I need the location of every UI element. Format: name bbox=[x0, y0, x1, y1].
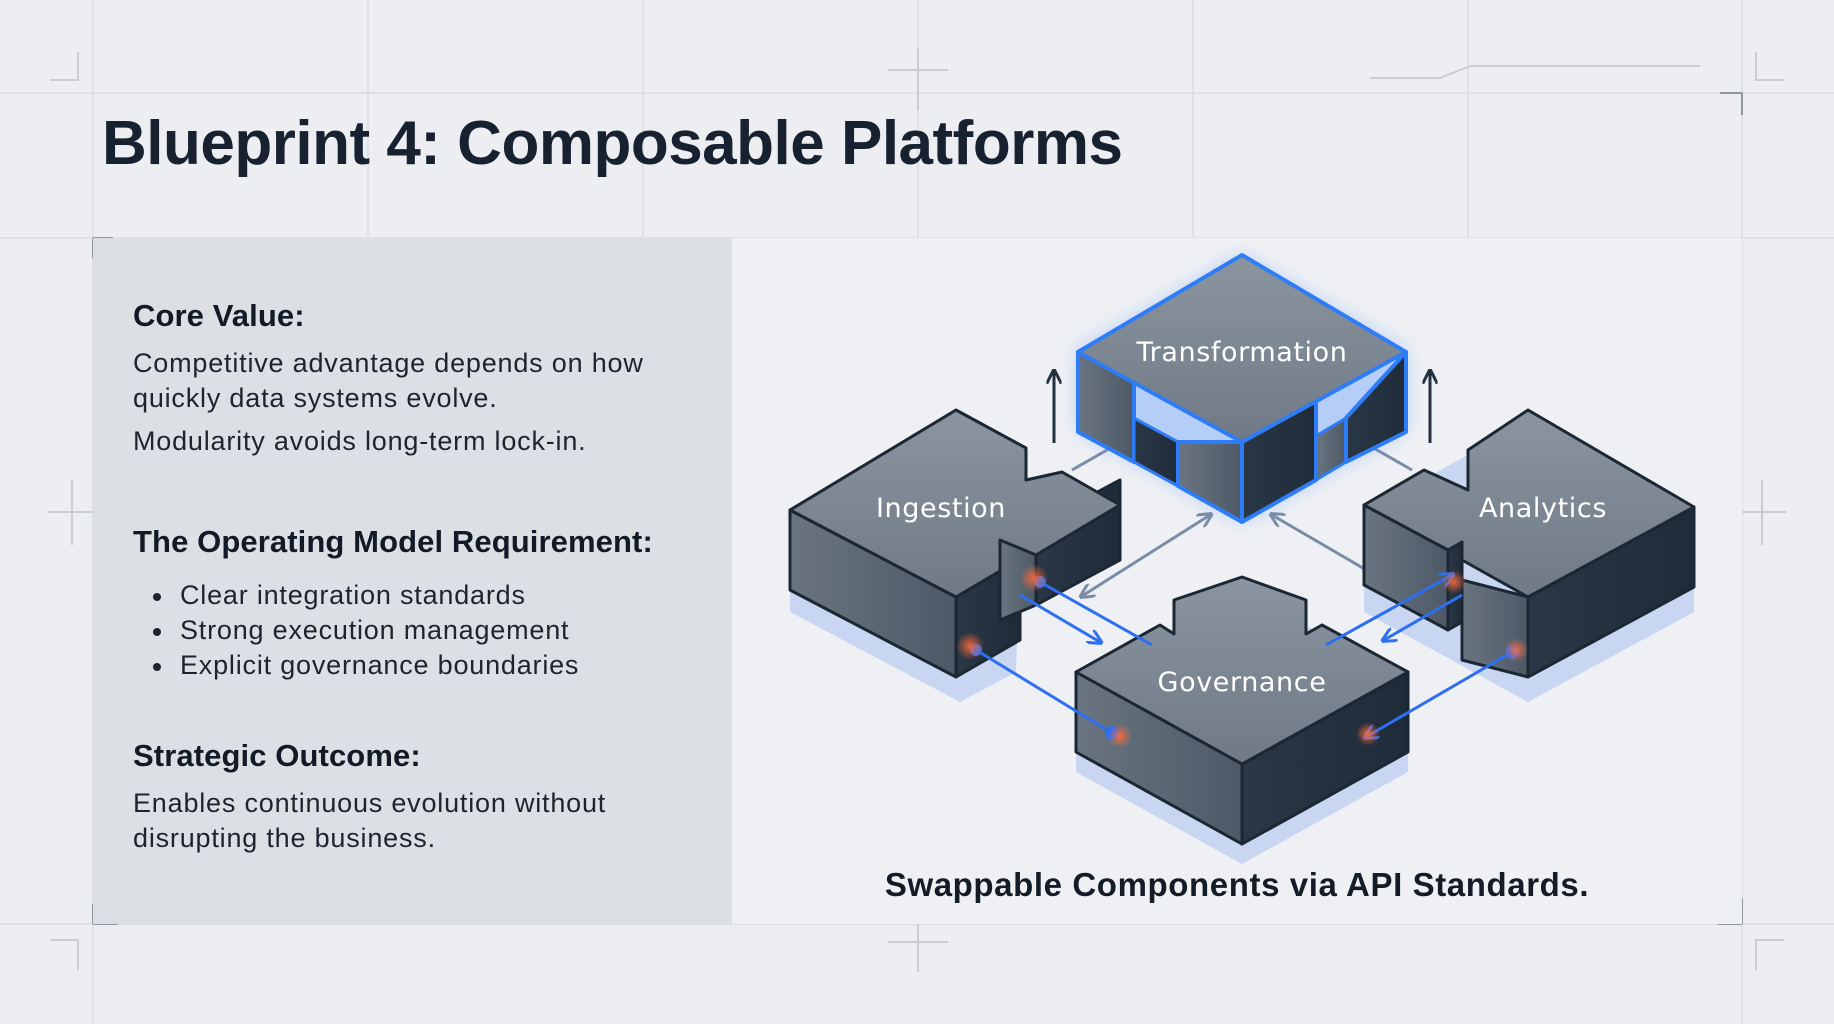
list-item: Strong execution management bbox=[133, 613, 702, 648]
outcome-text: Enables continuous evolution without dis… bbox=[133, 788, 607, 853]
list-item-text: Strong execution management bbox=[180, 615, 570, 645]
core-value-text-2: Modularity avoids long-term lock-in. bbox=[133, 426, 587, 456]
operating-model-heading: The Operating Model Requirement: bbox=[133, 524, 653, 559]
core-value-heading: Core Value: bbox=[133, 298, 305, 333]
diagram-panel: Transformation Ingestion Analytics Gover… bbox=[732, 238, 1742, 924]
governance-label: Governance bbox=[1158, 667, 1327, 698]
operating-model-section: The Operating Model Requirement: Clear i… bbox=[133, 524, 702, 683]
blue-connector-arrows bbox=[975, 575, 1513, 737]
list-item-text: Explicit governance boundaries bbox=[180, 650, 580, 680]
ingestion-block bbox=[788, 408, 1122, 702]
bullet-icon bbox=[153, 593, 161, 601]
outcome-section: Strategic Outcome: Enables continuous ev… bbox=[133, 738, 702, 856]
governance-block bbox=[1074, 575, 1410, 864]
bullet-icon bbox=[153, 628, 161, 636]
ingestion-label: Ingestion bbox=[876, 493, 1006, 524]
list-item: Explicit governance boundaries bbox=[133, 648, 702, 683]
bullet-icon bbox=[153, 663, 161, 671]
requirements-list: Clear integration standards Strong execu… bbox=[133, 578, 702, 683]
analytics-label: Analytics bbox=[1479, 493, 1607, 524]
port-glow bbox=[956, 564, 1528, 748]
transformation-label: Transformation bbox=[1136, 337, 1348, 368]
transformation-block bbox=[1076, 253, 1408, 524]
slide-title: Blueprint 4: Composable Platforms bbox=[102, 109, 1123, 178]
list-item: Clear integration standards bbox=[133, 578, 702, 613]
left-panel: Core Value: Competitive advantage depend… bbox=[93, 238, 732, 924]
core-value-section: Core Value: Competitive advantage depend… bbox=[133, 298, 702, 459]
modular-blocks-diagram: Transformation Ingestion Analytics Gover… bbox=[788, 253, 1696, 864]
core-value-text-1: Competitive advantage depends on how qui… bbox=[133, 348, 644, 413]
diagram-caption: Swappable Components via API Standards. bbox=[884, 866, 1590, 903]
list-item-text: Clear integration standards bbox=[180, 580, 526, 610]
analytics-block bbox=[1362, 408, 1696, 702]
outcome-heading: Strategic Outcome: bbox=[133, 738, 421, 773]
